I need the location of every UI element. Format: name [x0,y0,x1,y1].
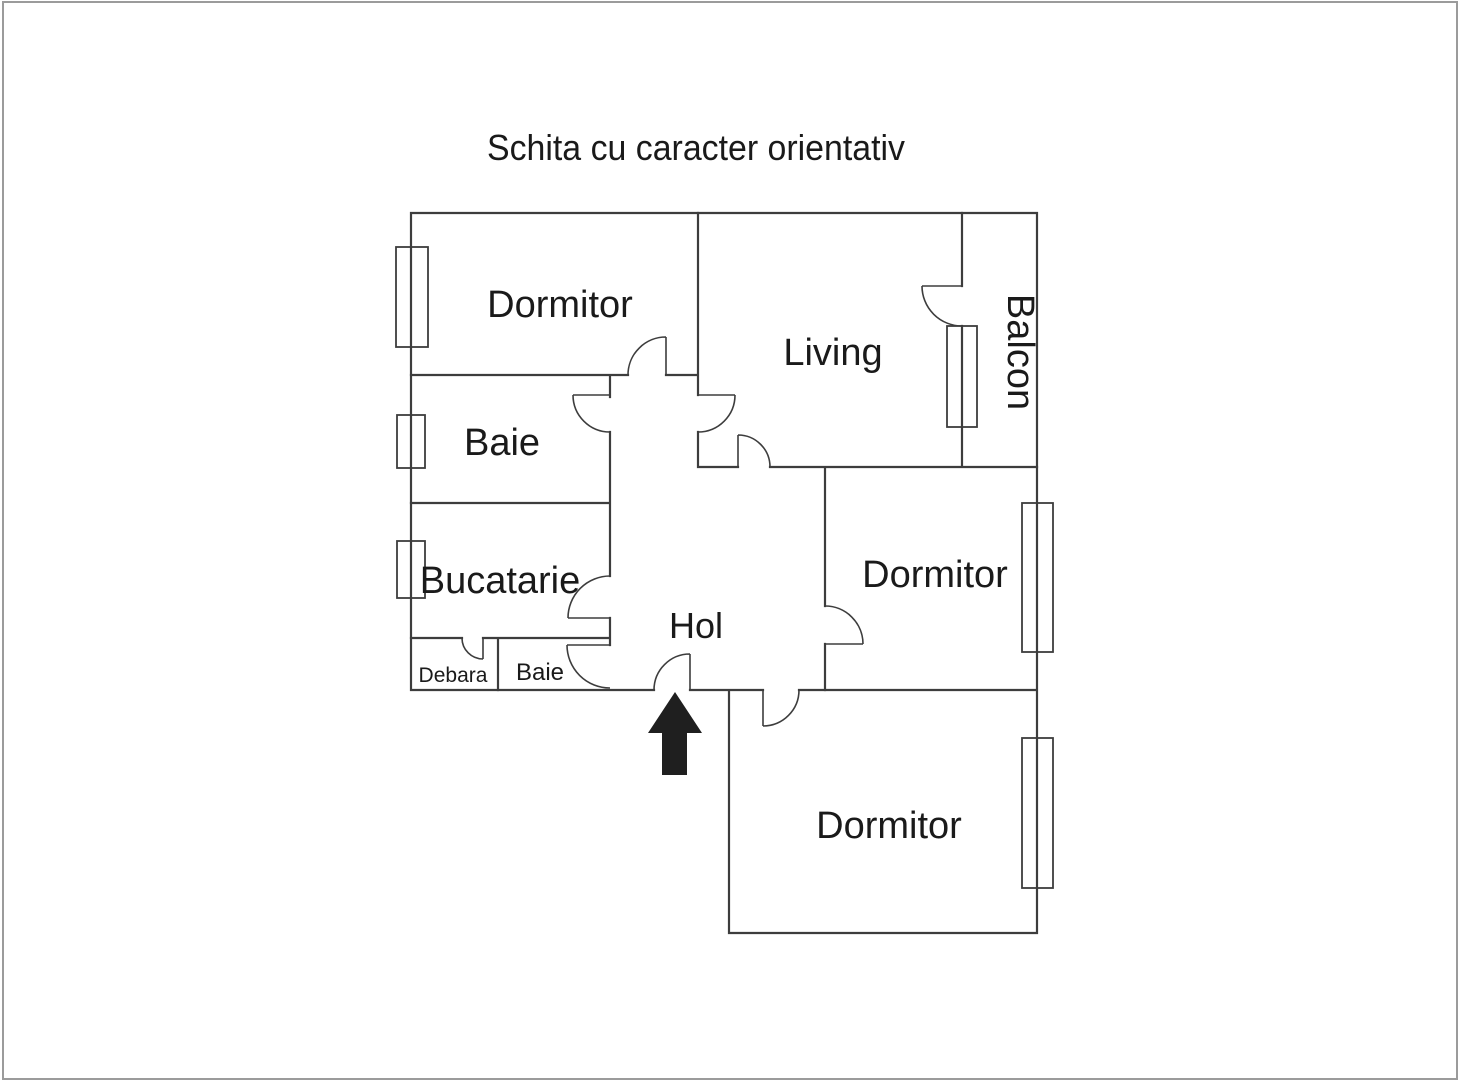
room-label-balcon: Balcon [999,294,1041,410]
door-bucatarie [567,575,611,619]
window-dormitor-bottom [1021,737,1054,889]
door-baie-small [566,644,611,689]
room-label-baie: Baie [464,422,540,464]
window-baie [396,414,426,469]
window-dormitor-top [395,246,429,348]
door-balcon [921,285,963,327]
door-living-west [697,394,736,433]
interior-walls [409,211,1039,692]
window-balcon [946,325,978,428]
door-debara [461,637,484,660]
room-label-baie-small: Baie [516,659,564,686]
door-dormitor-right [824,605,864,645]
room-label-dormitor-top: Dormitor [487,284,633,326]
room-label-hol: Hol [669,605,723,646]
room-label-dormitor-right: Dormitor [862,554,1008,596]
entrance-arrow-icon [648,692,702,775]
room-label-debara: Debara [419,664,488,687]
door-entrance [653,653,691,691]
door-dormitor-top [627,336,667,376]
door-baie [572,394,611,433]
room-label-bucatarie: Bucatarie [420,560,581,602]
door-dormitor-bottom [762,689,800,727]
exterior-walls [409,211,1039,935]
room-label-living: Living [783,332,882,374]
window-dormitor-right [1021,502,1054,653]
page-title: Schita cu caracter orientativ [487,127,905,168]
room-label-dormitor-bottom: Dormitor [816,805,962,847]
window-bucatarie [396,540,426,599]
door-living-south [737,434,771,468]
